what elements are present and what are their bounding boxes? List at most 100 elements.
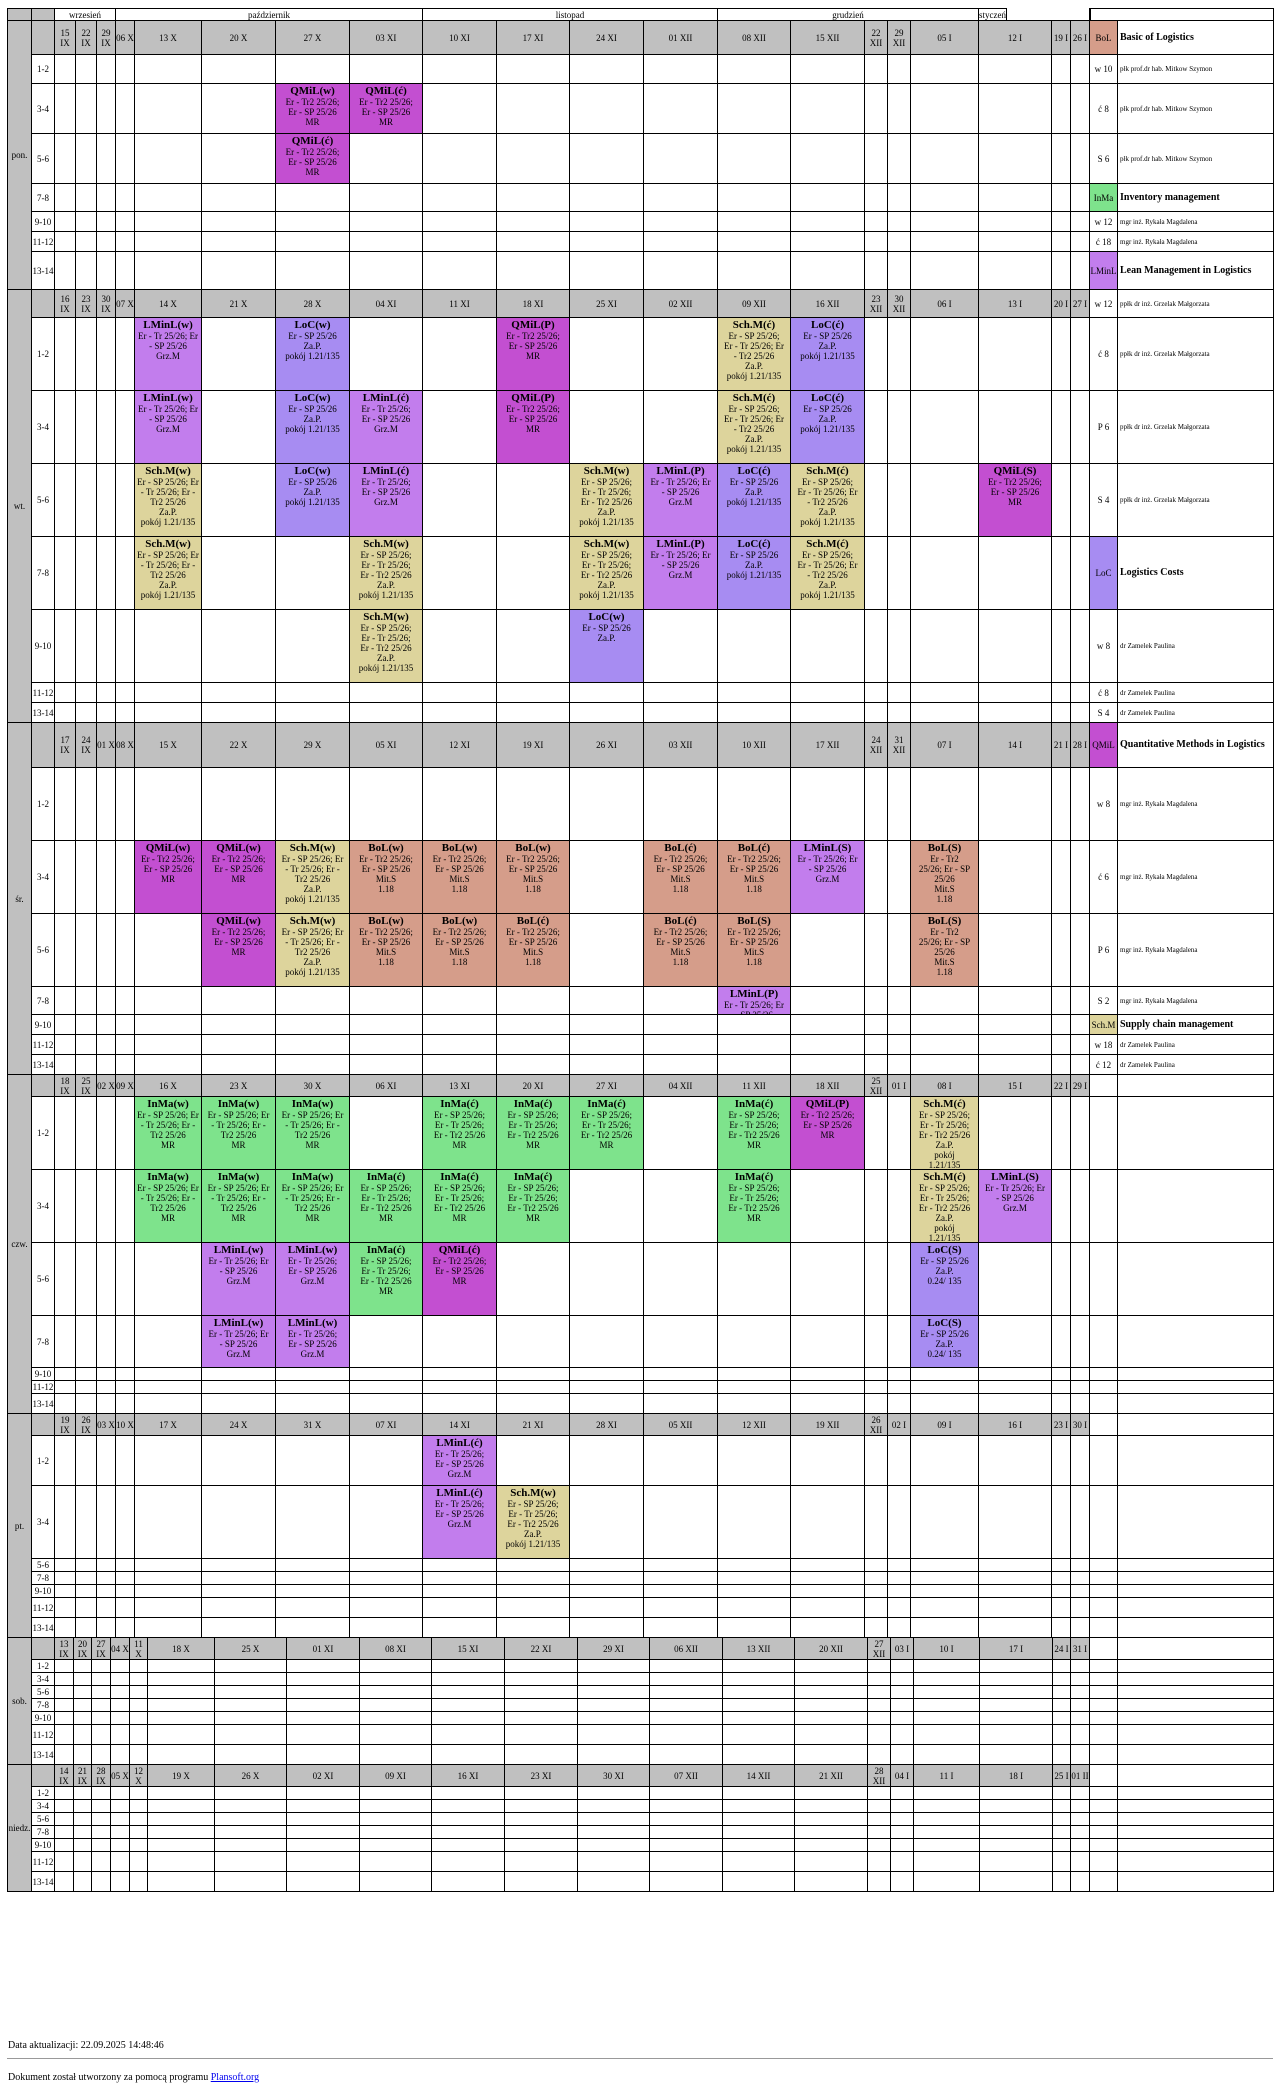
class-detail-line: 1.18 [746, 957, 762, 967]
class-block[interactable]: InMa(ć)Er - SP 25/26;Er - Tr 25/26;Er - … [496, 1096, 570, 1170]
class-block[interactable]: InMa(w)Er - SP 25/26; Er- Tr 25/26; Er -… [134, 1096, 202, 1170]
class-block[interactable]: Sch.M(w)Er - SP 25/26;Er - Tr 25/26;Er -… [569, 536, 644, 610]
empty-slot-cell [864, 1054, 888, 1075]
empty-slot-cell [643, 682, 718, 703]
class-block[interactable]: Sch.M(w)Er - SP 25/26; Er- Tr 25/26; Er … [275, 913, 350, 987]
class-block[interactable]: InMa(ć)Er - SP 25/26;Er - Tr 25/26;Er - … [422, 1096, 497, 1170]
class-block[interactable]: InMa(ć)Er - SP 25/26;Er - Tr 25/26;Er - … [496, 1169, 570, 1243]
class-block[interactable]: InMa(ć)Er - SP 25/26;Er - Tr 25/26;Er - … [717, 1169, 791, 1243]
class-block[interactable]: InMa(w)Er - SP 25/26; Er- Tr 25/26; Er -… [275, 1169, 350, 1243]
empty-slot-cell [422, 1380, 497, 1394]
class-block[interactable]: Sch.M(w)Er - SP 25/26; Er- Tr 25/26; Er … [134, 536, 202, 610]
class-block[interactable]: InMa(w)Er - SP 25/26; Er- Tr 25/26; Er -… [201, 1096, 276, 1170]
class-detail-line: Er - SP 25/26; [360, 550, 412, 560]
footer-credit-text: Dokument został utworzony za pomocą prog… [8, 2072, 211, 2083]
empty-slot-cell [643, 1315, 718, 1368]
class-block[interactable]: InMa(ć)Er - SP 25/26;Er - Tr 25/26;Er - … [349, 1242, 423, 1316]
class-block[interactable]: Sch.M(ć)Er - SP 25/26;Er - Tr 25/26; Er-… [790, 536, 865, 610]
empty-slot-cell [790, 1571, 865, 1585]
class-block[interactable]: Sch.M(w)Er - SP 25/26;Er - Tr 25/26;Er -… [569, 463, 644, 537]
empty-slot-cell [129, 1724, 148, 1745]
class-block[interactable]: Sch.M(ć)Er - SP 25/26;Er - Tr 25/26;Er -… [910, 1169, 979, 1243]
date-header: 25 I [1052, 1764, 1071, 1787]
class-block[interactable]: InMa(ć)Er - SP 25/26;Er - Tr 25/26;Er - … [569, 1096, 644, 1170]
class-block[interactable]: Sch.M(w)Er - SP 25/26; Er- Tr 25/26; Er … [275, 840, 350, 914]
class-block[interactable]: Sch.M(ć)Er - SP 25/26;Er - Tr 25/26;Er -… [910, 1096, 979, 1170]
class-block[interactable]: InMa(ć)Er - SP 25/26;Er - Tr 25/26;Er - … [422, 1169, 497, 1243]
empty-slot-cell [887, 1558, 911, 1572]
empty-slot-cell [201, 1584, 276, 1598]
empty-slot-cell [286, 1711, 360, 1725]
class-block[interactable]: InMa(w)Er - SP 25/26; Er- Tr 25/26; Er -… [134, 1169, 202, 1243]
class-block[interactable]: Sch.M(w)Er - SP 25/26;Er - Tr 25/26;Er -… [349, 536, 423, 610]
empty-slot-cell [794, 1685, 868, 1699]
class-block[interactable]: Sch.M(ć)Er - SP 25/26;Er - Tr 25/26; Er-… [717, 317, 791, 391]
class-block[interactable]: InMa(ć)Er - SP 25/26;Er - Tr 25/26;Er - … [349, 1169, 423, 1243]
class-block[interactable]: InMa(ć)Er - SP 25/26;Er - Tr 25/26;Er - … [717, 1096, 791, 1170]
class-block[interactable]: Sch.M(w)Er - SP 25/26;Er - Tr 25/26;Er -… [496, 1485, 570, 1559]
class-block[interactable]: Sch.M(w)Er - SP 25/26;Er - Tr 25/26;Er -… [349, 609, 423, 683]
plansoft-link[interactable]: Plansoft.org [210, 2072, 260, 2083]
empty-slot-cell [867, 1871, 891, 1892]
class-block[interactable]: Sch.M(w)Er - SP 25/26; Er- Tr 25/26; Er … [134, 463, 202, 537]
class-block[interactable]: Sch.M(ć)Er - SP 25/26;Er - Tr 25/26; Er-… [790, 463, 865, 537]
date-header: 07 XI [349, 1413, 423, 1436]
empty-slot-cell [887, 1584, 911, 1598]
empty-slot-cell [722, 1672, 795, 1686]
class-block[interactable]: Sch.M(ć)Er - SP 25/26;Er - Tr 25/26; Er-… [717, 390, 791, 464]
class-block[interactable]: InMa(w)Er - SP 25/26; Er- Tr 25/26; Er -… [201, 1169, 276, 1243]
empty-slot-cell [96, 1485, 116, 1559]
slot-label: 3-4 [31, 1169, 55, 1243]
class-block[interactable]: InMa(w)Er - SP 25/26; Er- Tr 25/26; Er -… [275, 1096, 350, 1170]
